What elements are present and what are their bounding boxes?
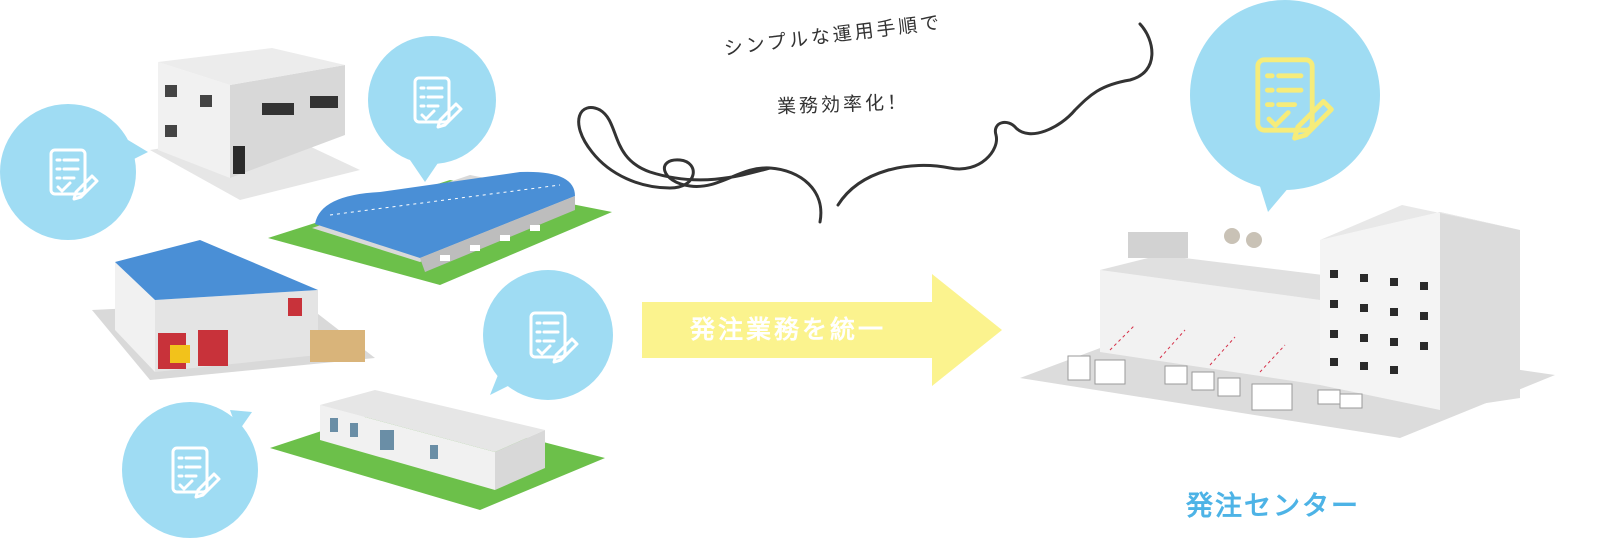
unify-arrow-shape — [642, 274, 1002, 386]
office-building — [150, 48, 360, 200]
speech-bubble-3 — [483, 270, 613, 400]
center-speech-bubble — [1190, 0, 1380, 212]
cloud-text-line-2: 業務効率化！ — [776, 91, 910, 118]
flat-warehouse — [270, 390, 605, 510]
unify-arrow-label: 発注業務を統一 — [690, 315, 887, 344]
speech-bubble-2 — [368, 36, 496, 182]
blue-roof-warehouse — [92, 240, 375, 380]
order-center-building — [1020, 205, 1555, 438]
speech-bubble-1 — [0, 104, 148, 240]
dome-warehouse — [268, 171, 612, 285]
order-center-label: 発注センター — [1186, 491, 1360, 522]
speech-bubble-4 — [122, 402, 258, 538]
thought-cloud-outline — [577, 22, 1154, 224]
